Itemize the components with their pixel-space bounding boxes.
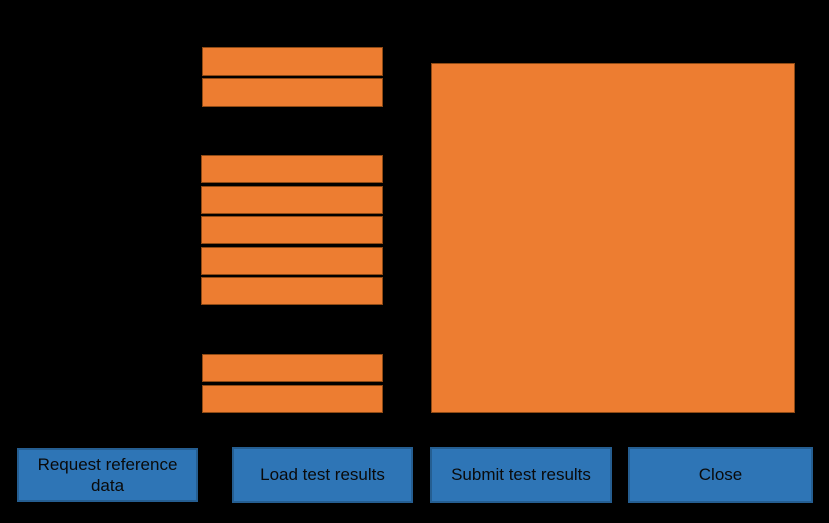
results-panel-placeholder	[431, 63, 795, 413]
placeholder-group-top	[202, 47, 383, 107]
placeholder-group-middle	[201, 155, 383, 305]
close-button-label: Close	[698, 465, 743, 485]
placeholder-group-bottom	[202, 354, 383, 413]
field-placeholder-bar	[201, 246, 383, 275]
load-test-results-button-label: Load test results	[260, 465, 385, 485]
field-placeholder-bar	[201, 277, 383, 305]
field-placeholder-bar	[202, 47, 383, 76]
field-placeholder-bar	[201, 216, 383, 244]
field-placeholder-bar	[201, 185, 383, 214]
field-placeholder-bar	[202, 385, 383, 413]
submit-test-results-button[interactable]: Submit test results	[430, 447, 612, 503]
field-placeholder-bar	[202, 78, 383, 107]
close-button[interactable]: Close	[628, 447, 813, 503]
field-placeholder-bar	[201, 155, 383, 183]
submit-test-results-button-label: Submit test results	[451, 465, 591, 485]
load-test-results-button[interactable]: Load test results	[232, 447, 413, 503]
field-placeholder-bar	[202, 354, 383, 382]
request-reference-data-button[interactable]: Request reference data	[17, 448, 198, 502]
request-reference-data-button-label: Request reference data	[37, 454, 178, 495]
